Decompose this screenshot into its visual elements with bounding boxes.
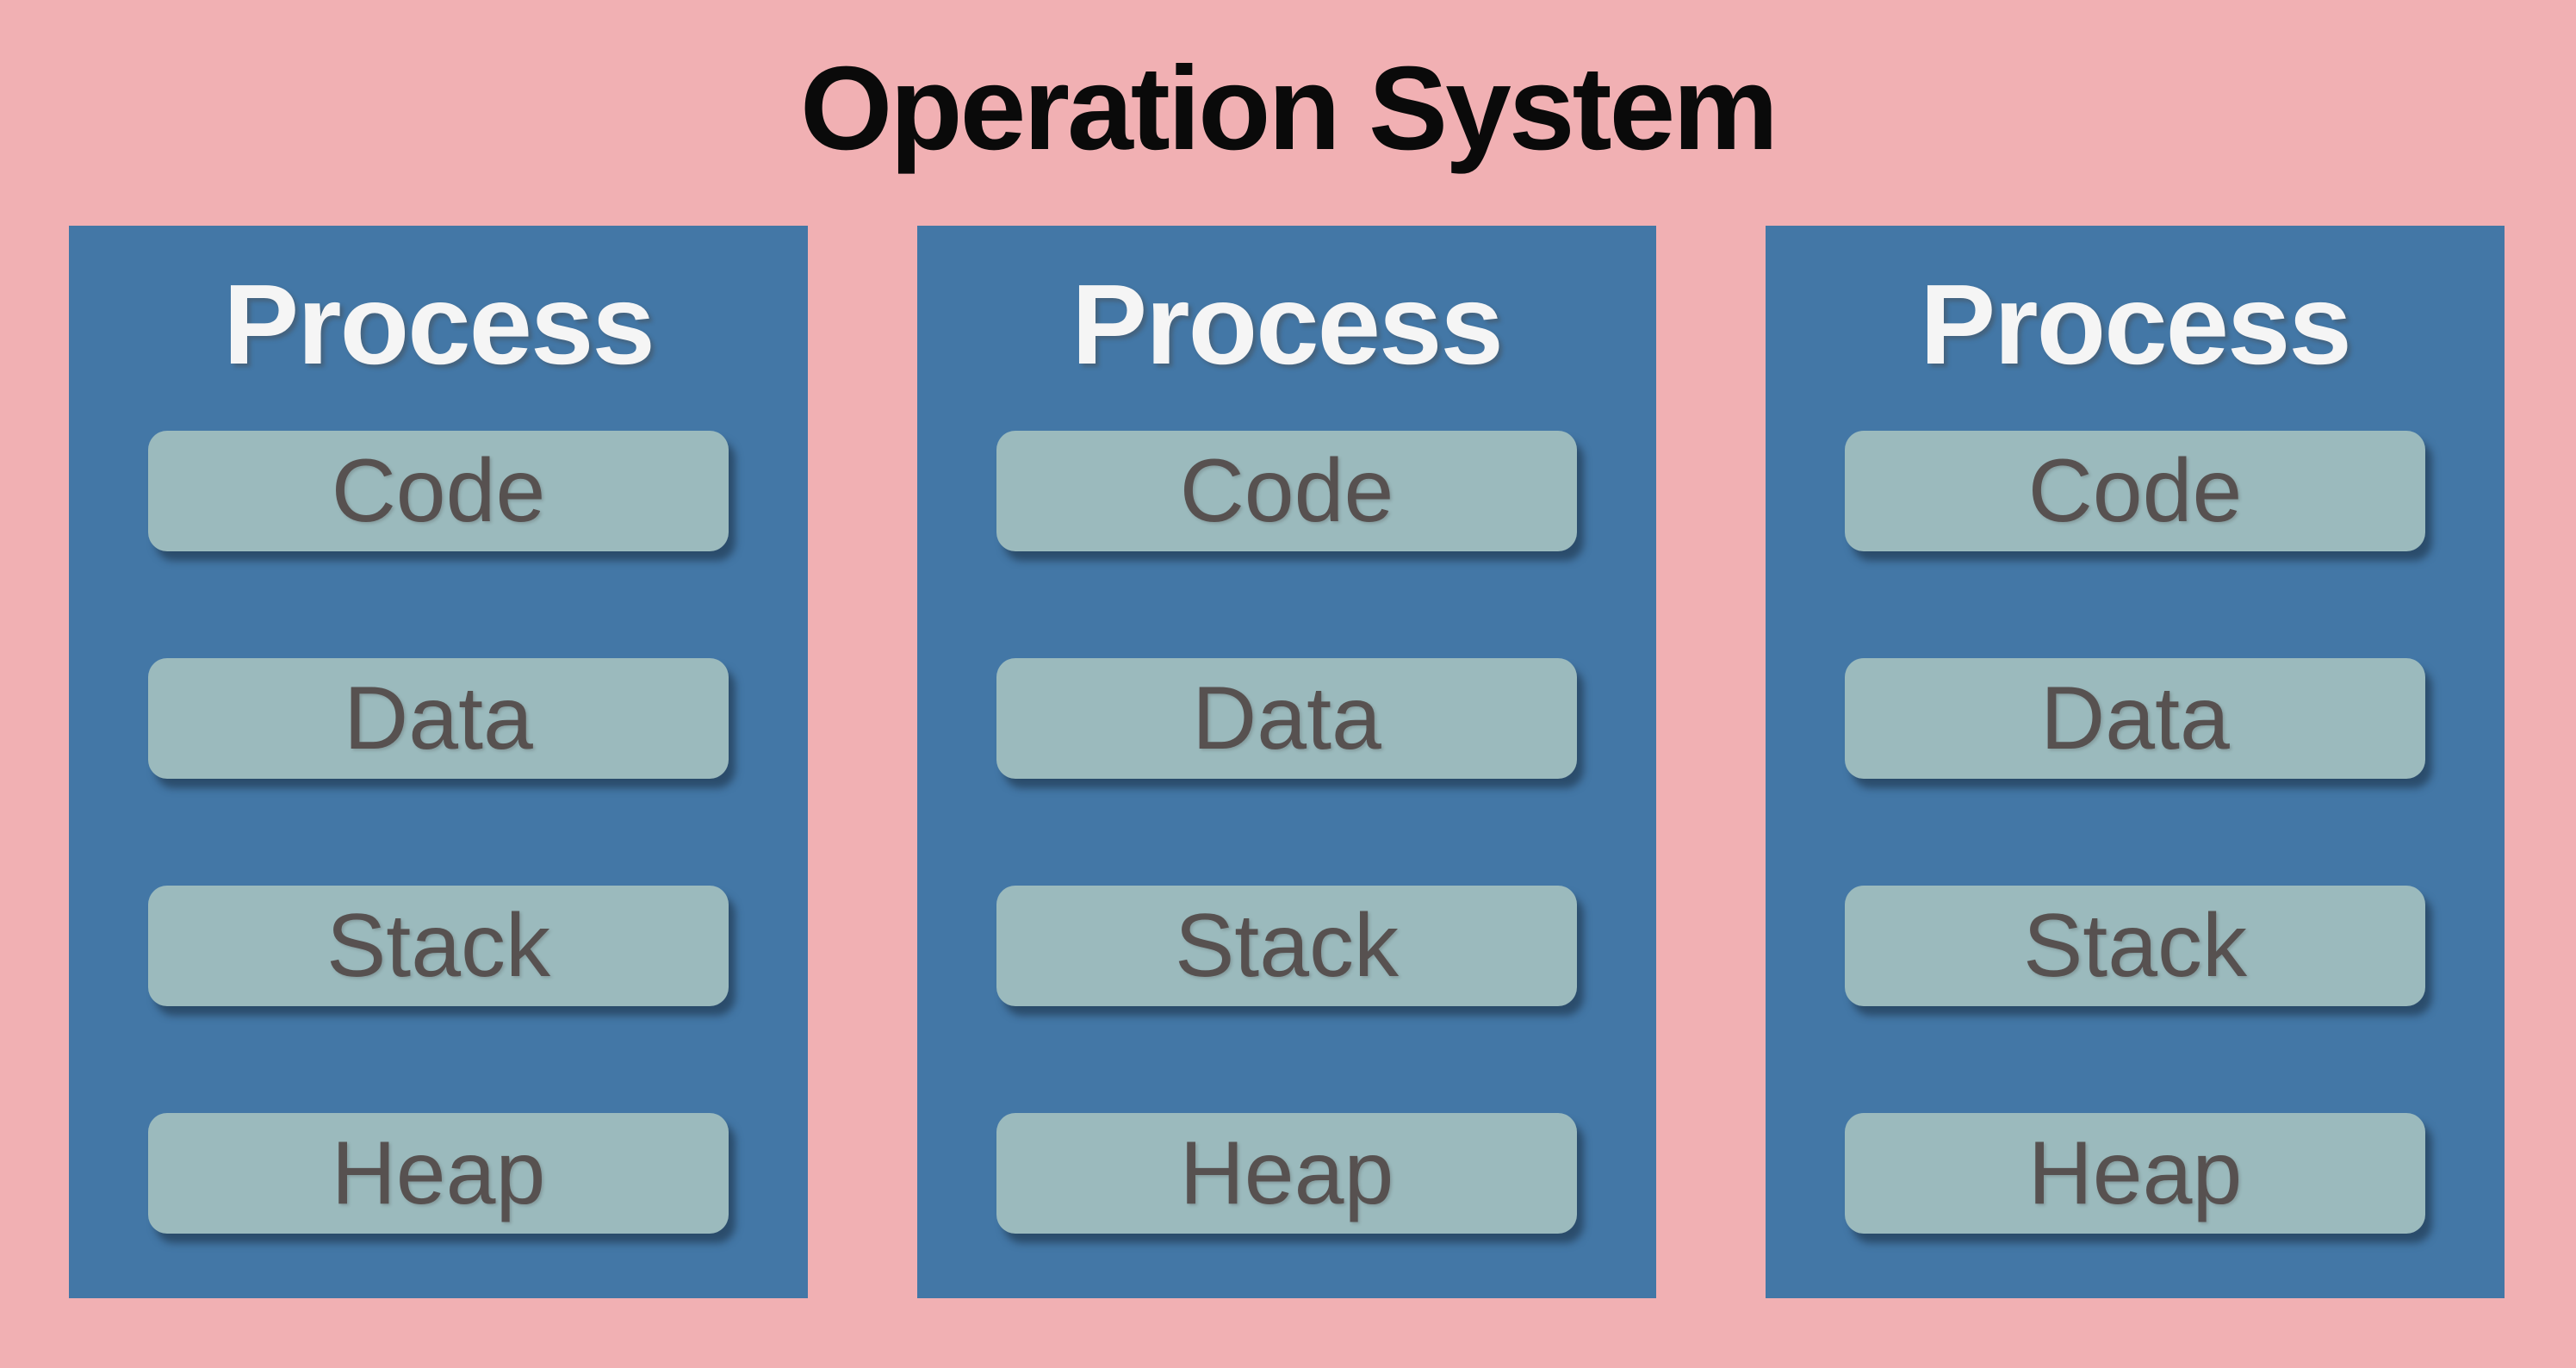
process-title: Process [1920, 261, 2352, 388]
memory-block-stack: Stack [996, 886, 1577, 1006]
memory-sections: Code Data Stack Heap [1766, 431, 2505, 1234]
process-title: Process [223, 261, 655, 388]
process-title: Process [1071, 261, 1504, 388]
memory-block-code: Code [996, 431, 1577, 551]
memory-block-data: Data [996, 658, 1577, 779]
process-row: Process Code Data Stack Heap Process Cod… [69, 226, 2505, 1298]
memory-block-data: Data [1845, 658, 2425, 779]
memory-block-code: Code [1845, 431, 2425, 551]
memory-sections: Code Data Stack Heap [917, 431, 1656, 1234]
memory-block-heap: Heap [996, 1113, 1577, 1234]
process-box-1: Process Code Data Stack Heap [69, 226, 808, 1298]
memory-block-stack: Stack [1845, 886, 2425, 1006]
memory-sections: Code Data Stack Heap [69, 431, 808, 1234]
process-box-2: Process Code Data Stack Heap [917, 226, 1656, 1298]
memory-block-heap: Heap [148, 1113, 729, 1234]
memory-block-stack: Stack [148, 886, 729, 1006]
memory-block-code: Code [148, 431, 729, 551]
memory-block-heap: Heap [1845, 1113, 2425, 1234]
memory-block-data: Data [148, 658, 729, 779]
process-box-3: Process Code Data Stack Heap [1766, 226, 2505, 1298]
page-title: Operation System [799, 42, 1778, 175]
